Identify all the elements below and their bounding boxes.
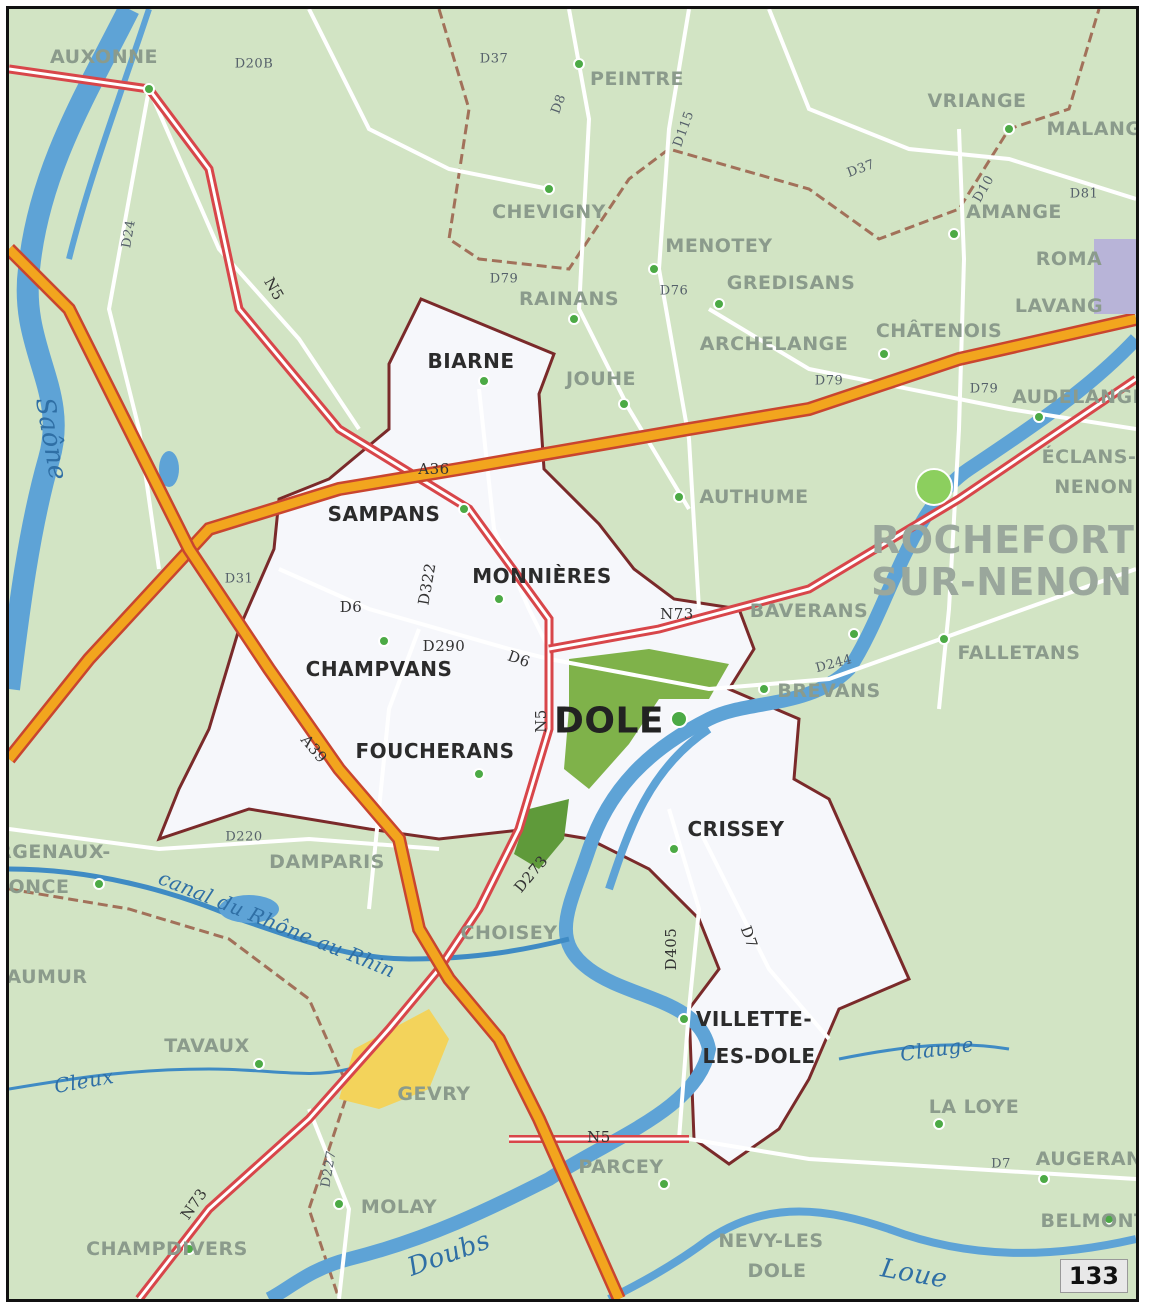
place-label: MOLAY (360, 1196, 438, 1218)
place-label: PARCEY (578, 1156, 664, 1178)
loue-river (607, 1207, 1136, 1299)
place-label: MALANG (1046, 118, 1139, 140)
place-label: GREDISANS (726, 272, 856, 294)
road-label: D81 (1069, 186, 1099, 202)
department-border-west (9, 887, 351, 1299)
chef-lieu-label: DOLE (553, 700, 665, 742)
cleux-stream (9, 1067, 350, 1091)
commune-label: SAMPANS (327, 502, 441, 526)
place-label: MENOTEY (665, 235, 773, 257)
commune-label: MONNIÈRES (472, 564, 612, 588)
place-label: VRIANGE (927, 90, 1027, 112)
place-label: BAVERANS (749, 600, 869, 622)
motorways (9, 244, 1136, 1299)
place-label: LA LOYE (928, 1096, 1020, 1118)
place-label: RGENAUX- (6, 841, 111, 863)
road-label: N5 (532, 709, 550, 733)
saone-river (9, 9, 139, 691)
place-label: CHAMPDIVERS (86, 1238, 248, 1260)
place-label: TAVAUX (164, 1035, 250, 1057)
place-label: FALLETANS (957, 642, 1081, 664)
road-label: D20B (234, 56, 274, 72)
map-frame: AUXONNE PEINTRE VRIANGE MALANG CHEVIGNY … (6, 6, 1139, 1302)
place-label: NENON (1054, 476, 1134, 498)
place-label: AUTHUME (699, 486, 809, 508)
place-label: CHÂTENOIS (875, 320, 1003, 342)
road-label: D31 (224, 571, 254, 587)
map-canvas (9, 9, 1136, 1299)
road-label: D6 (339, 598, 363, 616)
road-label: D7 (991, 1156, 1011, 1172)
place-label: AUMUR (6, 966, 88, 988)
pond (219, 895, 279, 923)
place-label: NEVY-LES (718, 1230, 824, 1252)
road-label: D79 (814, 373, 844, 389)
place-label: LAVANG (1014, 295, 1104, 317)
place-label: AMANGE (966, 201, 1062, 223)
road-label: D76 (659, 283, 689, 299)
saone-channel (66, 9, 152, 260)
commune-label: VILLETTE- (695, 1007, 813, 1031)
clauge-stream (838, 1043, 1010, 1061)
doubs-river (265, 334, 1136, 1299)
road-label: D79 (969, 381, 999, 397)
place-label: ARCHELANGE (699, 333, 849, 355)
place-label: BREVANS (777, 680, 881, 702)
place-label: CHOISEY (460, 922, 558, 944)
commune-label: FOUCHERANS (355, 739, 515, 763)
commune-label: BIARNE (427, 349, 515, 373)
place-label: BELMONT (1040, 1210, 1139, 1232)
commune-label: LES-DOLE (702, 1044, 816, 1068)
doubs-arm (605, 725, 712, 891)
place-label: AUXONNE (50, 46, 158, 68)
place-label: ÉCLANS- (1041, 446, 1137, 468)
big-town-line2: SUR-NENON (871, 560, 1133, 604)
page-edge-tab (1094, 239, 1136, 314)
road-label: D220 (225, 829, 263, 845)
commune-label: CHAMPVANS (305, 657, 453, 681)
page-number: 133 (1059, 1259, 1128, 1293)
road-label: N5 (587, 1128, 611, 1146)
place-label: PEINTRE (590, 68, 684, 90)
big-town-line1: ROCHEFORT (871, 518, 1135, 562)
road-label: D37 (479, 51, 509, 67)
place-label: CHEVIGNY (492, 201, 606, 223)
national-roads (9, 64, 1136, 1299)
canal (9, 866, 570, 962)
road-label: A36 (418, 460, 450, 478)
town-markers (93, 58, 1115, 1255)
place-label: AUDELANGE (1011, 386, 1139, 408)
industrial-zone (339, 1009, 449, 1109)
place-label: DOLE (747, 1260, 807, 1282)
place-label: GEVRY (397, 1083, 471, 1105)
place-label: RAINANS (518, 288, 620, 310)
forest-zone-south (514, 799, 569, 869)
place-label: JOUHE (565, 368, 637, 390)
place-label: ROMA (1035, 248, 1103, 270)
road-label: D79 (489, 271, 519, 287)
pond-north (159, 451, 179, 487)
place-label: AUGERAN (1035, 1148, 1139, 1170)
commune-label: CRISSEY (687, 817, 785, 841)
road-label: N73 (660, 605, 694, 623)
road-label: D290 (422, 637, 466, 655)
road-label: D405 (662, 927, 680, 971)
big-town-label: ROCHEFORT SUR-NENON (871, 519, 1134, 603)
place-label: DAMPARIS (269, 851, 385, 873)
place-label: ONCE (8, 876, 70, 898)
